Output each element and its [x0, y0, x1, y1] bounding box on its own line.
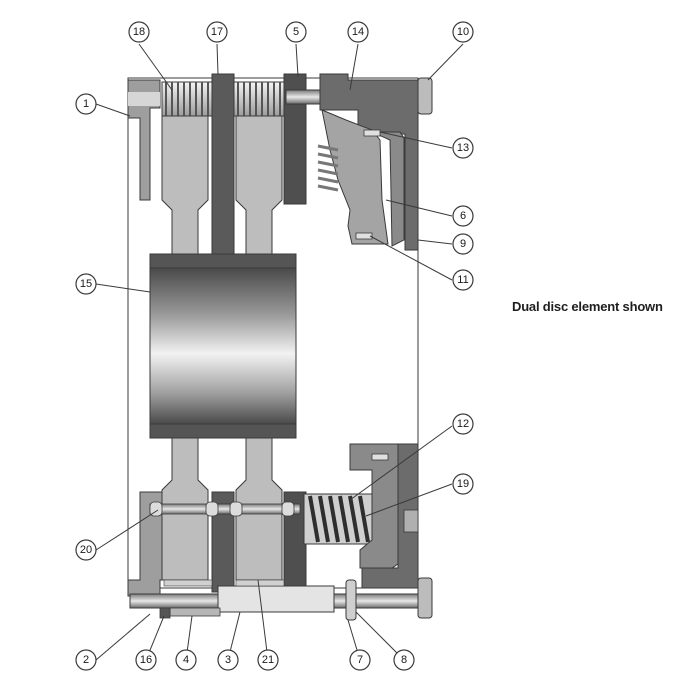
- svg-text:4: 4: [183, 654, 189, 666]
- callout-2: 2: [75, 649, 97, 671]
- svg-text:14: 14: [352, 26, 364, 38]
- svg-text:8: 8: [401, 654, 407, 666]
- friction-disc-2-top: [235, 115, 283, 255]
- callout-16: 16: [135, 649, 157, 671]
- pad-11: [355, 232, 373, 240]
- bolt-bottom-sleeve: [217, 585, 335, 613]
- svg-text:15: 15: [80, 278, 92, 290]
- shim-16: [159, 607, 171, 619]
- return-spring-top: [317, 144, 339, 192]
- svg-text:13: 13: [457, 142, 469, 154]
- washer-7: [345, 579, 357, 621]
- callout-5: 5: [285, 21, 307, 43]
- callout-20: 20: [75, 539, 97, 561]
- callout-1: 1: [75, 93, 97, 115]
- hub-bottom-collar: [149, 423, 297, 439]
- svg-text:12: 12: [457, 418, 469, 430]
- end-plate-top: [127, 79, 161, 201]
- stator-plate-top: [211, 73, 235, 255]
- callout-12: 12: [452, 413, 474, 435]
- nut-top: [417, 77, 433, 115]
- main-spring: [303, 493, 375, 545]
- port-bottom: [403, 509, 419, 533]
- lever-arm-top: [371, 131, 405, 247]
- svg-text:1: 1: [83, 98, 89, 110]
- callout-21: 21: [257, 649, 279, 671]
- callout-15: 15: [75, 273, 97, 295]
- callout-19: 19: [452, 473, 474, 495]
- svg-text:19: 19: [457, 478, 469, 490]
- spacer-bottom: [163, 579, 213, 587]
- leader-lines: [95, 43, 464, 661]
- callout-8: 8: [393, 649, 415, 671]
- pin-row: [149, 501, 301, 517]
- svg-text:3: 3: [225, 654, 231, 666]
- callout-11: 11: [452, 269, 474, 291]
- housing-block-bottom: [361, 443, 419, 589]
- svg-text:2: 2: [83, 654, 89, 666]
- svg-text:11: 11: [457, 274, 468, 286]
- svg-text:18: 18: [133, 26, 145, 38]
- spacer-bottom-2: [235, 579, 285, 587]
- callout-3: 3: [217, 649, 239, 671]
- end-plate-top-highlight: [128, 92, 160, 106]
- hub-top-collar: [149, 253, 297, 269]
- bolt-bottom-thread: [169, 607, 221, 617]
- svg-text:20: 20: [80, 544, 92, 556]
- svg-text:16: 16: [140, 654, 152, 666]
- svg-text:7: 7: [357, 654, 363, 666]
- svg-text:21: 21: [262, 654, 274, 666]
- callout-14: 14: [347, 21, 369, 43]
- callout-18: 18: [128, 21, 150, 43]
- pad-bottom: [371, 453, 389, 461]
- svg-text:10: 10: [457, 26, 469, 38]
- friction-disc-1-top: [161, 115, 209, 255]
- figure-caption: Dual disc element shown: [512, 299, 663, 314]
- svg-text:6: 6: [460, 210, 466, 222]
- pad-13: [363, 129, 381, 137]
- callout-10: 10: [452, 21, 474, 43]
- callout-9: 9: [452, 233, 474, 255]
- svg-text:9: 9: [460, 238, 466, 250]
- callout-7: 7: [349, 649, 371, 671]
- nut-bottom: [417, 577, 433, 619]
- callout-6: 6: [452, 205, 474, 227]
- top-spring-right: [233, 81, 285, 117]
- hub-body: [149, 267, 297, 425]
- svg-text:5: 5: [293, 26, 299, 38]
- pressure-plate-top: [283, 73, 307, 205]
- svg-text:17: 17: [211, 26, 223, 38]
- callout-4: 4: [175, 649, 197, 671]
- callout-13: 13: [452, 137, 474, 159]
- housing-block-top: [319, 73, 419, 251]
- callout-17: 17: [206, 21, 228, 43]
